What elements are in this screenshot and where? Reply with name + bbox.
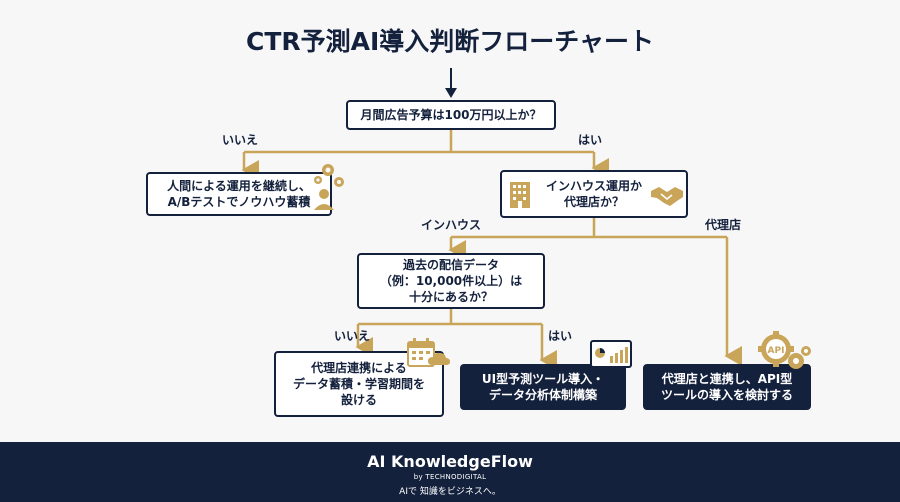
api-gears-icon: API (758, 331, 811, 369)
result-manual-operation: 人間による運用を継続し、 A/Bテストでノウハウ蓄積 (146, 172, 332, 216)
edge-label-q2-inhouse: インハウス (421, 218, 482, 232)
result-api-tool: 代理店と連携し、API型 ツールの導入を検討する (643, 364, 811, 410)
dashboard-monitor-icon (590, 340, 632, 373)
edge-label-q3-no: いいえ (334, 329, 371, 343)
footer-brand: AI KnowledgeFlow (367, 452, 533, 471)
building-icon (510, 182, 530, 208)
title-arrowhead (445, 88, 457, 98)
footer-byline: by TECHNODIGITAL (413, 473, 487, 481)
result-agency-data-accumulation: 代理店連携による データ蓄積・学習期間を 設ける (274, 351, 444, 417)
footer-banner: AI KnowledgeFlow by TECHNODIGITAL AIで 知識… (0, 442, 900, 502)
question-inhouse-or-agency: インハウス運用か 代理店か？ (500, 170, 688, 218)
result-ui-tool: UI型予測ツール導入・ データ分析体制構築 (460, 364, 626, 410)
handshake-icon (651, 187, 683, 206)
api-icon-text: API (768, 346, 785, 356)
person-gears-icon (314, 164, 344, 210)
footer-tagline: AIで 知識をビジネスへ。 (399, 487, 501, 497)
question-past-data: 過去の配信データ （例：10,000件以上）は 十分にあるか？ (357, 253, 545, 309)
question-monthly-budget: 月間広告予算は100万円以上か？ (346, 100, 556, 130)
edge-label-q2-agency: 代理店 (705, 218, 742, 232)
edge-label-q1-no: いいえ (222, 133, 259, 147)
edge-label-q1-yes: はい (578, 133, 603, 147)
page-title: CTR予測AI導入判断フローチャート (245, 27, 655, 56)
calendar-cloud-icon (407, 338, 450, 367)
edge-label-q3-yes: はい (548, 329, 573, 343)
